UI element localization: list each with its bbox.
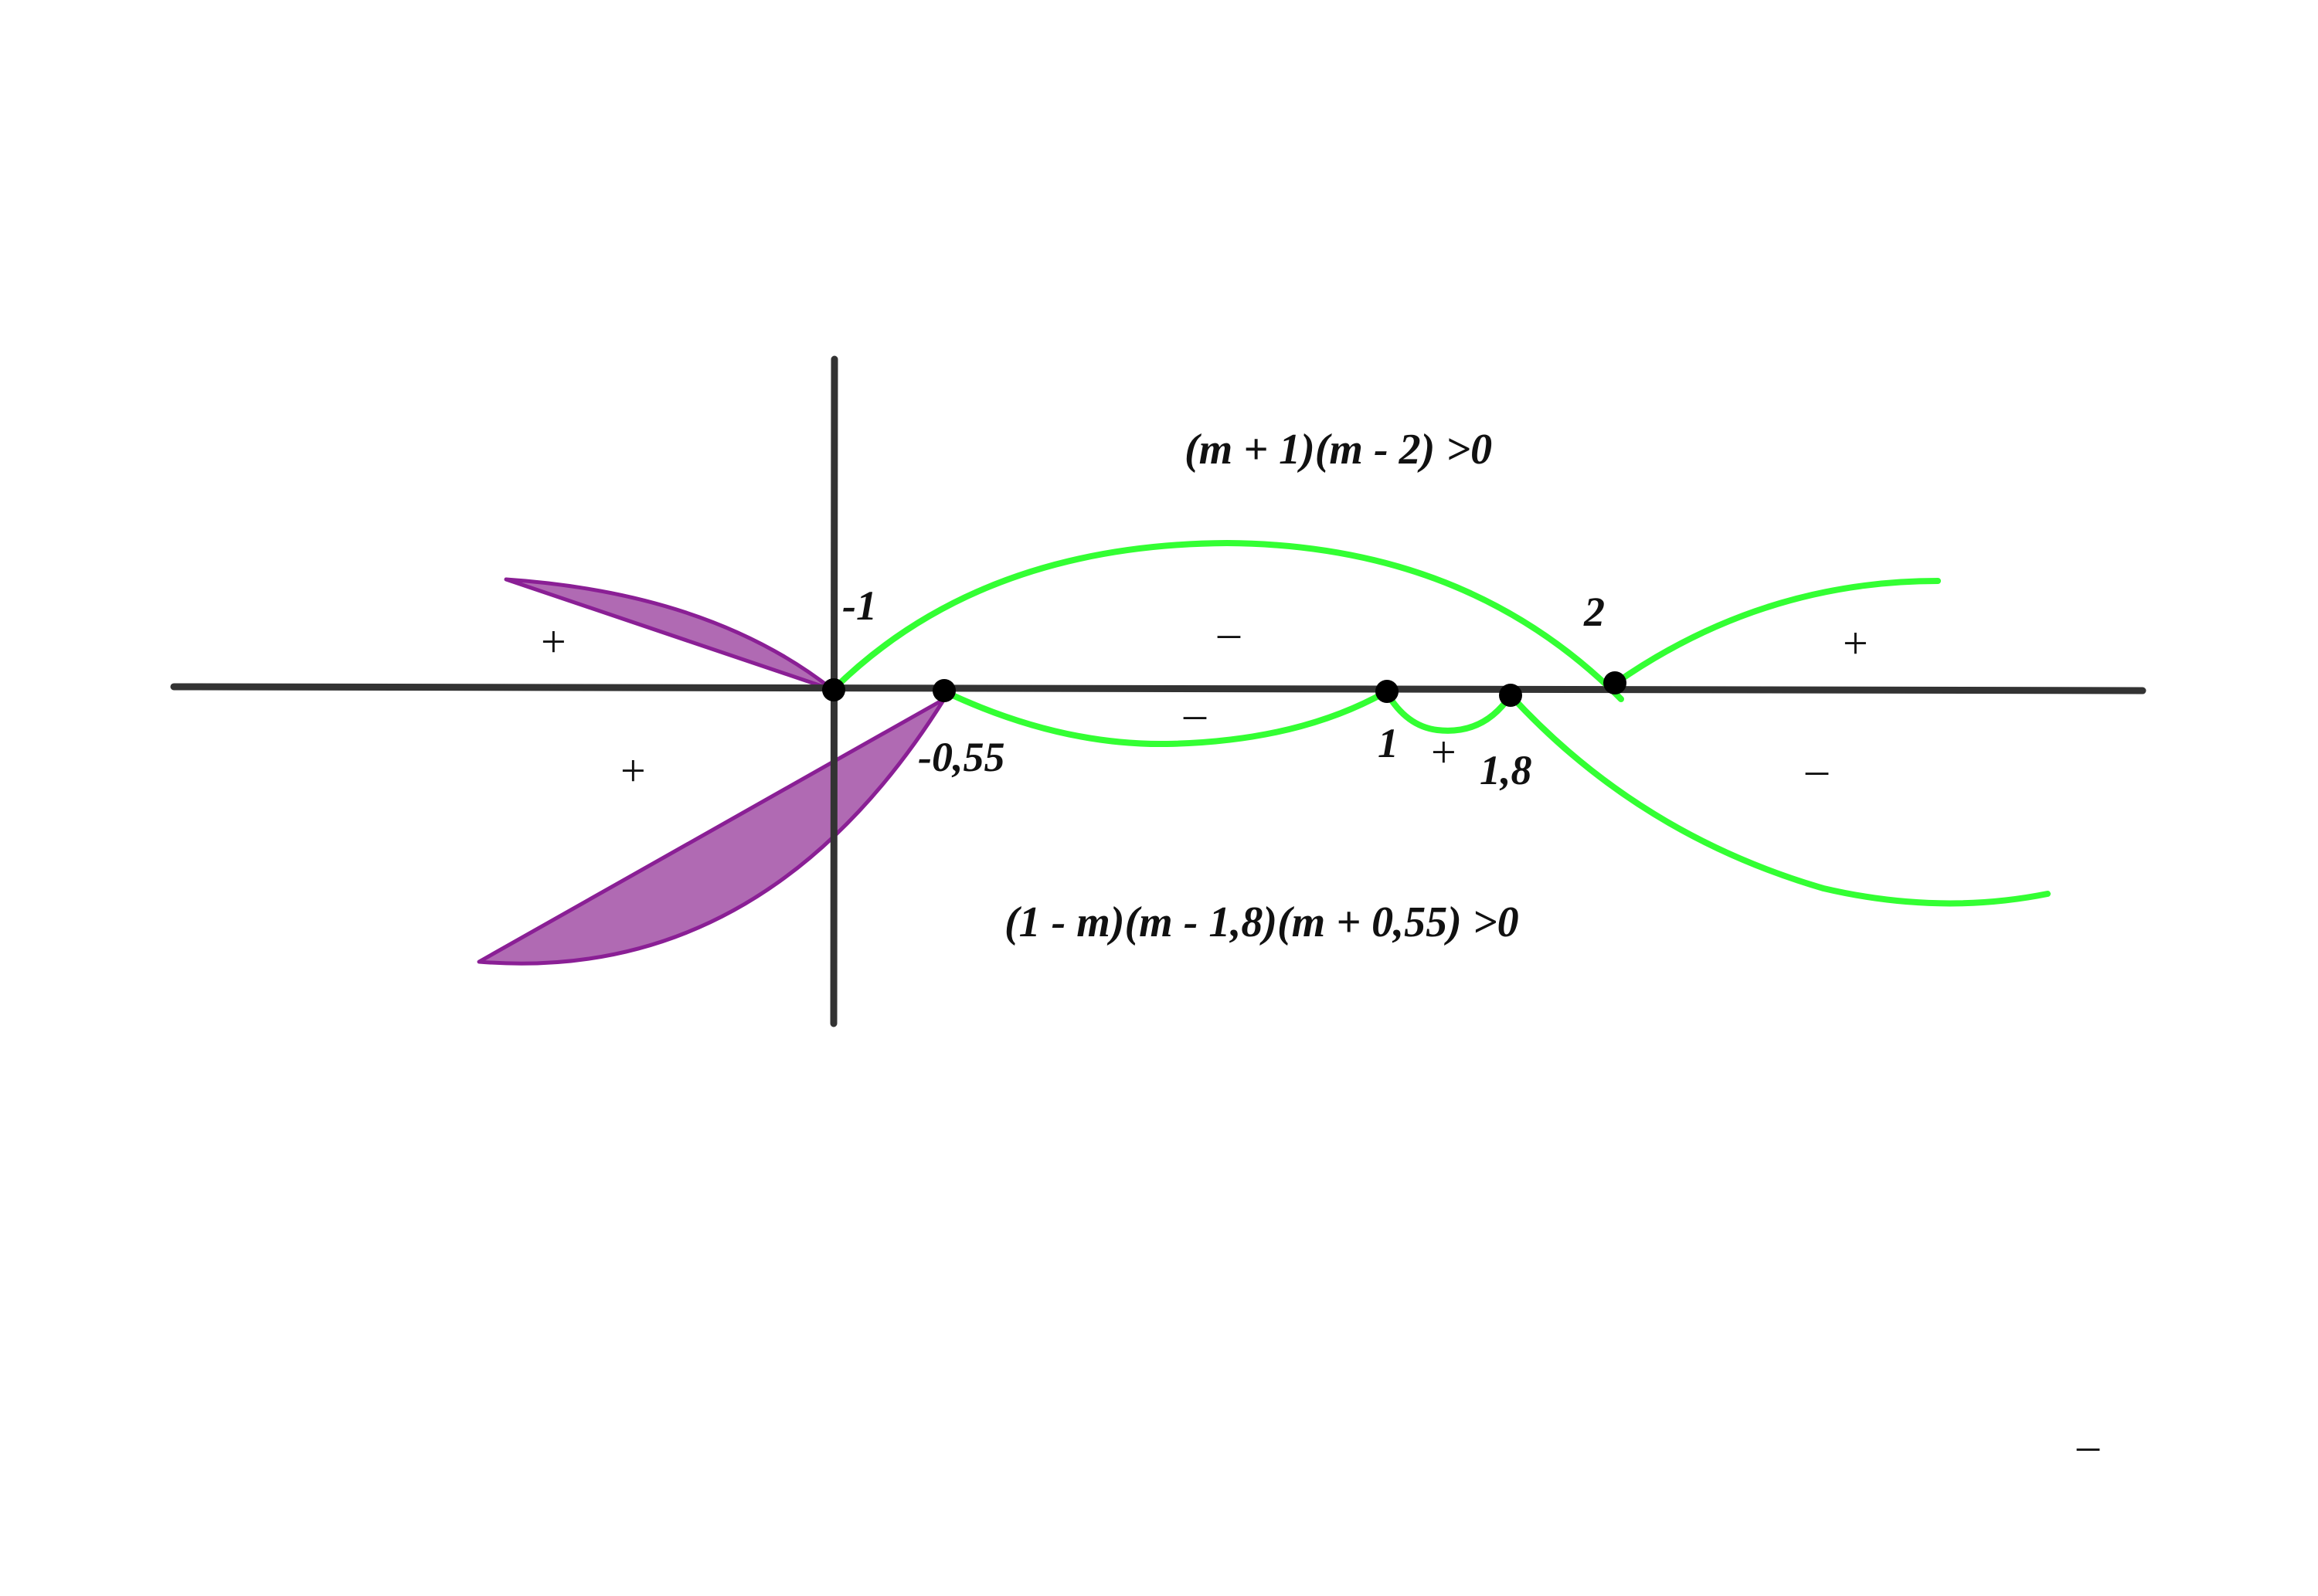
lower-sign-055-1: – — [1183, 688, 1207, 739]
lower-arc-055-to-1 — [941, 688, 1390, 748]
upper-arc-left — [830, 539, 1624, 702]
label-minus-1: -1 — [842, 582, 877, 629]
solution-region-lower — [477, 697, 947, 966]
lower-sign-1-18: + — [1431, 727, 1456, 777]
label-minus-0-55: -0,55 — [918, 734, 1004, 780]
solution-region-upper — [504, 577, 835, 692]
lower-sign-right: – — [1805, 744, 1829, 794]
label-2: 2 — [1583, 589, 1605, 635]
point-minus-1 — [822, 678, 845, 701]
label-1-8: 1,8 — [1480, 747, 1532, 793]
upper-sign-middle: – — [1217, 607, 1241, 657]
point-1 — [1375, 680, 1399, 703]
label-1: 1 — [1378, 720, 1399, 766]
upper-sign-right: + — [1843, 618, 1868, 668]
upper-arc-right — [1612, 578, 1941, 687]
stray-sign-bottom-right: – — [2076, 1420, 2100, 1470]
number-line — [170, 683, 2146, 694]
point-1-8 — [1499, 684, 1522, 707]
lower-inequality: (1 - m)(m - 1,8)(m + 0,55) >0 — [1004, 898, 1519, 946]
upper-inequality: (m + 1)(m - 2) >0 — [1184, 426, 1492, 474]
upper-sign-left: + — [541, 616, 566, 667]
point-minus-0-55 — [933, 679, 956, 702]
lower-arc-1-to-18 — [1384, 690, 1514, 734]
lower-arc-right — [1507, 692, 2051, 907]
point-2 — [1603, 671, 1626, 694]
lower-sign-left: + — [620, 745, 646, 796]
